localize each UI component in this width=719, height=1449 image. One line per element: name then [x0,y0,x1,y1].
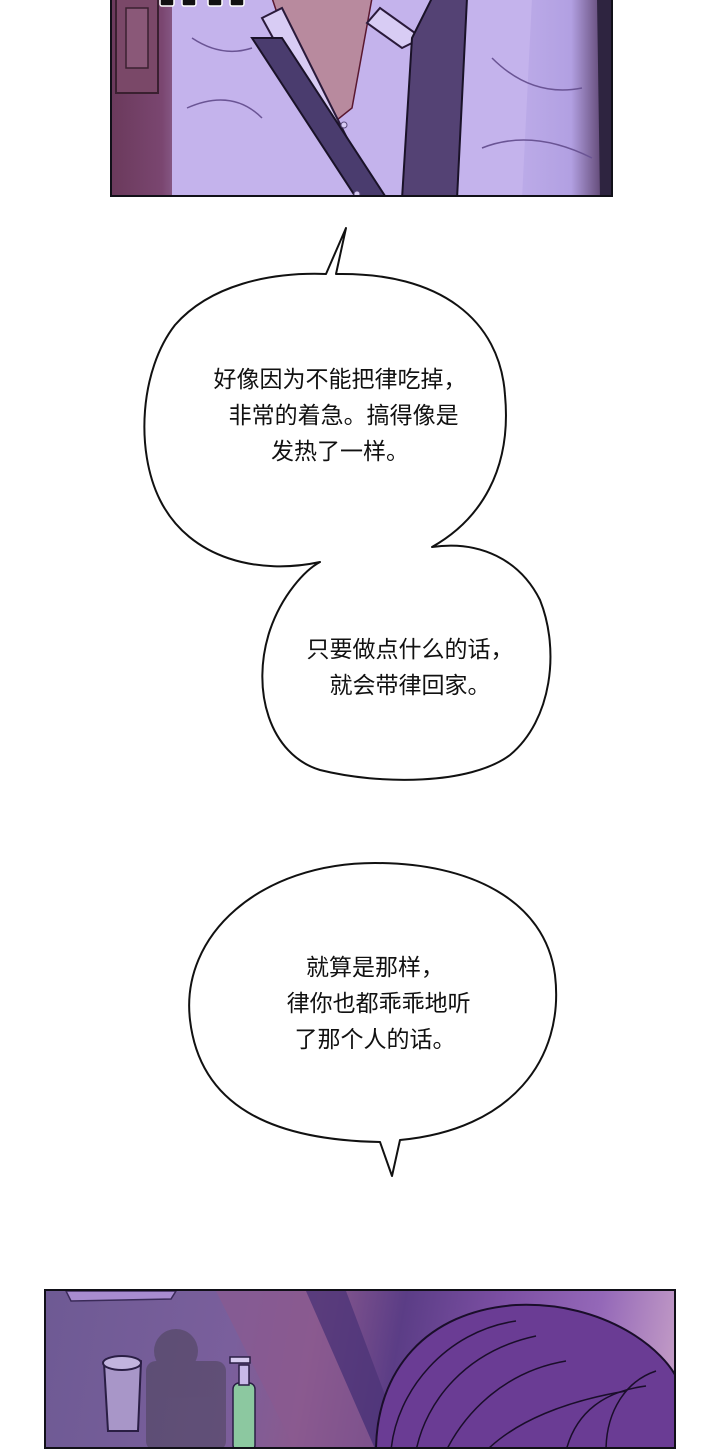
watermark-icon [146,1329,226,1447]
comic-panel-top [110,0,613,197]
speech-bubble-2-text: 只要做点什么的话， 就会带律回家。 [306,637,514,699]
panel-bottom-art [65,1291,674,1447]
speech-bubble-1-text: 好像因为不能把律吃掉， 非常的着急。搞得像是 发热了一样。 [213,367,467,465]
speech-bubble-3-text: 就算是那样， 律你也都乖乖地听 了那个人的话。 [286,955,471,1053]
comic-panel-bottom [44,1289,676,1449]
panel-top-art [115,0,611,195]
sfx-marks [159,0,245,7]
